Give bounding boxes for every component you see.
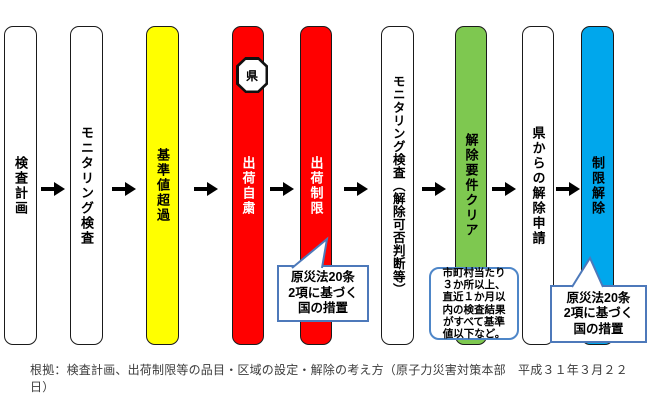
prefecture-badge: 県 bbox=[236, 57, 268, 93]
callout-national-measure-lift: 原災法20条 2項に基づく 国の措置 bbox=[550, 285, 647, 343]
flow-arrow-icon bbox=[556, 182, 580, 196]
source-note: 根拠：検査計画、出荷制限等の品目・区域の設定・解除の考え方（原子力災害対策本部 … bbox=[30, 363, 628, 394]
step-standard-exceeded: 基準値超過 bbox=[146, 26, 179, 345]
callout-release-criteria-details: 市町村当たり ３か所以上、 直近１か月以 内の検査結果 がすべて基準 値以下など… bbox=[429, 267, 519, 340]
flow-arrow-icon bbox=[344, 182, 368, 196]
step-label-inspection-plan: 検査計画 bbox=[13, 155, 28, 216]
flow-arrow-icon bbox=[194, 182, 218, 196]
callout-tail bbox=[291, 236, 329, 269]
flow-arrow-icon bbox=[422, 182, 446, 196]
step-label-release-application: 県からの解除申請 bbox=[530, 125, 546, 246]
callout-national-measure-lift-text: 原災法20条 2項に基づく 国の措置 bbox=[563, 290, 634, 336]
flow-arrow-icon bbox=[41, 182, 65, 196]
callout-national-measure-shipment: 原災法20条 2項に基づく 国の措置 bbox=[277, 265, 369, 322]
callout-release-criteria-details-text: 市町村当たり ３か所以上、 直近１か月以 内の検査結果 がすべて基準 値以下など… bbox=[442, 266, 506, 341]
step-release-application: 県からの解除申請 bbox=[522, 26, 554, 345]
flow-arrow-icon bbox=[112, 182, 136, 196]
step-monitoring-release-judgement: モニタリング検査（解除可否判断等） bbox=[381, 26, 414, 345]
prefecture-badge-label: 県 bbox=[238, 59, 266, 91]
callout-national-measure-shipment-text: 原災法20条 2項に基づく 国の措置 bbox=[288, 270, 358, 316]
flow-arrow-icon bbox=[492, 182, 516, 196]
flow-arrow-icon bbox=[270, 182, 294, 196]
step-label-shipment-self-restraint: 出荷自粛 bbox=[240, 155, 256, 216]
step-label-monitoring-release-judgement: モニタリング検査（解除可否判断等） bbox=[390, 75, 405, 296]
step-label-restriction-lifted: 制限解除 bbox=[590, 155, 605, 216]
step-label-shipment-restriction: 出荷制限 bbox=[308, 155, 324, 216]
step-monitoring-inspection: モニタリング検査 bbox=[70, 26, 103, 345]
step-label-standard-exceeded: 基準値超過 bbox=[155, 148, 170, 223]
step-label-monitoring-inspection: モニタリング検査 bbox=[79, 125, 94, 246]
step-inspection-plan: 検査計画 bbox=[4, 26, 37, 345]
step-label-release-requirements-cleared: 解除要件クリア bbox=[463, 133, 479, 238]
callout-tail bbox=[571, 255, 604, 288]
